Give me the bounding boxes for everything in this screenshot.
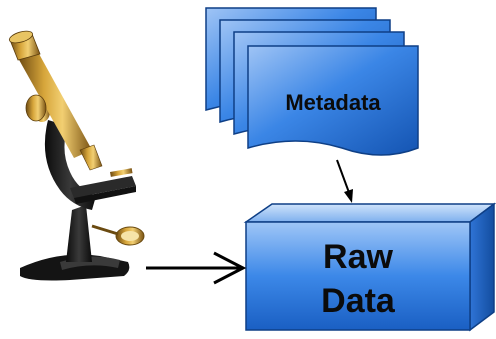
raw-data-box-top xyxy=(243,203,496,223)
raw-data-box-front xyxy=(245,221,471,331)
raw-data-label-line2: Data xyxy=(321,282,396,320)
microscope-icon xyxy=(8,30,145,281)
arrow-metadata-to-raw-data xyxy=(336,159,353,203)
arrow-microscope-to-raw-data xyxy=(146,251,247,285)
raw-data-box-side xyxy=(469,202,495,332)
metadata-stack: Metadata xyxy=(205,7,419,156)
raw-data-label-line1: Raw xyxy=(323,238,393,276)
metadata-label: Metadata xyxy=(285,90,381,115)
metadata-page-1 xyxy=(247,45,419,156)
raw-data-box: Raw Data xyxy=(243,202,496,332)
